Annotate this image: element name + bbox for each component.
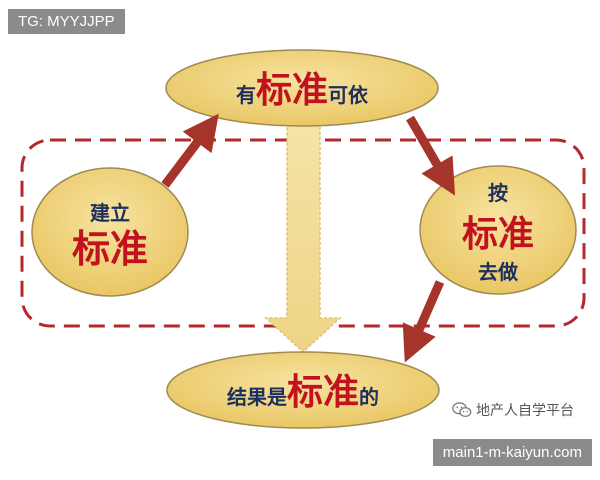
node-bottom (166, 351, 440, 429)
wechat-icon (452, 402, 472, 418)
tg-tag: TG: MYYJJPP (8, 9, 125, 34)
node-left (31, 167, 189, 297)
footer-url-badge: main1-m-kaiyun.com (432, 439, 592, 466)
watermark-text: 地产人自学平台 (476, 403, 574, 419)
node-bottom-text: 结果是标准的 (227, 372, 379, 413)
node-top (165, 49, 439, 127)
node-left-line1: 建立 (90, 201, 130, 225)
arrow-top-to-right (406, 115, 456, 196)
node-right-line3: 去做 (478, 260, 519, 284)
node-top-text: 有标准可依 (236, 70, 369, 111)
down-arrow (264, 119, 342, 354)
node-left-line2: 标准 (72, 227, 148, 271)
watermark: 地产人自学平台 (452, 400, 574, 420)
node-right (419, 165, 577, 295)
arrow-left-to-top (161, 113, 219, 188)
node-right-line1: 按 (488, 181, 508, 205)
arrow-right-to-bottom (402, 280, 445, 363)
node-right-line2: 标准 (462, 214, 534, 255)
